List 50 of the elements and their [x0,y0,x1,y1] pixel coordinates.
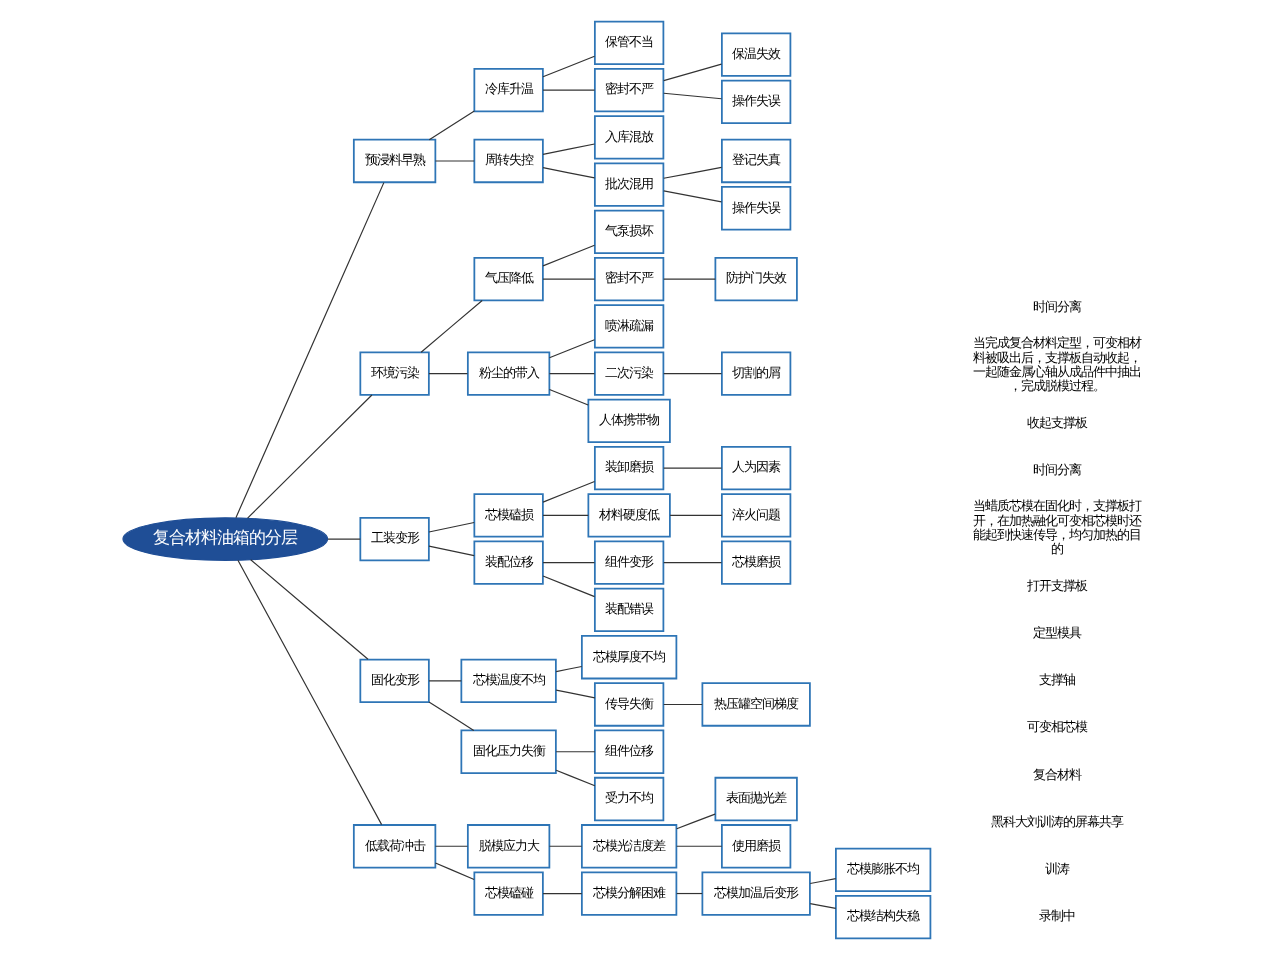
connector [434,845,469,847]
connector [555,665,583,673]
connector [548,373,596,375]
connector [555,689,596,699]
connector [663,63,723,82]
connector [428,545,475,557]
connector [237,559,383,826]
connector [548,845,583,847]
connector [669,514,723,517]
connector [542,244,596,267]
connector [428,680,462,682]
connector [809,902,837,909]
connector [428,373,469,375]
connector [434,160,475,162]
connector [542,514,589,517]
connector [555,751,596,753]
connector [428,110,475,141]
connector [542,562,596,564]
connector [676,845,723,847]
connector [250,559,369,660]
connector [548,339,596,359]
connector [434,862,475,881]
connector [542,278,596,280]
connector [663,562,723,564]
connector [542,892,583,895]
connector [663,278,716,280]
connector [235,182,385,519]
connector [663,92,723,100]
connector [663,190,723,203]
connector [663,166,723,179]
connector [542,480,596,503]
connector [663,703,703,706]
connector [542,89,596,91]
connector [555,769,596,787]
connector [542,167,596,179]
connector [542,55,596,78]
connector [327,538,361,540]
connector [676,892,703,895]
connector [542,143,596,155]
connector [428,701,475,731]
node-ellipse: 复合材料油箱的分层 [122,517,329,561]
connector [247,394,373,519]
connector [428,521,475,533]
connector [809,878,837,885]
connector [420,299,483,353]
connector [663,467,723,469]
connector [676,813,716,830]
connector [542,575,596,598]
connector [548,388,589,406]
connector [663,373,723,375]
